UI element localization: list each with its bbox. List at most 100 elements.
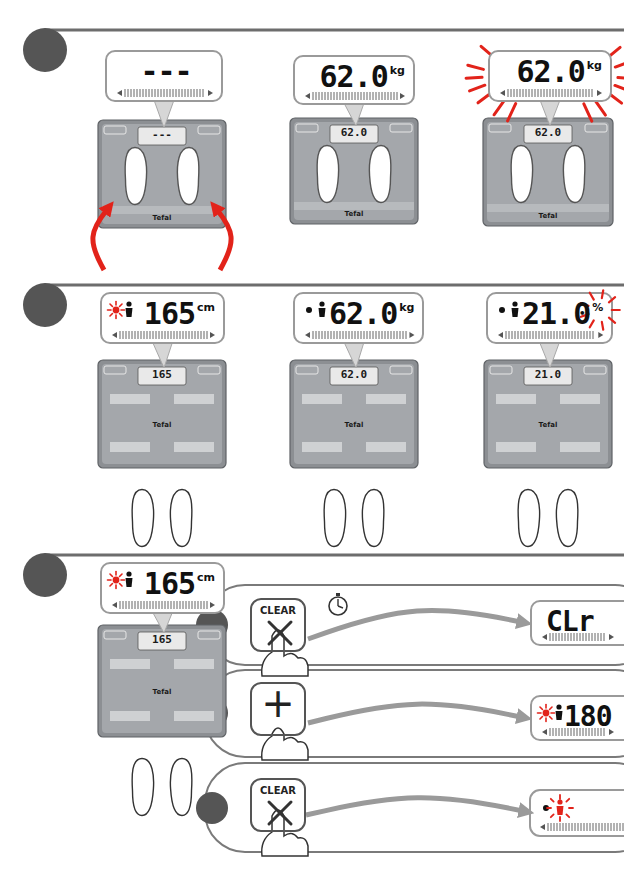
indicator-dot [543, 710, 550, 717]
electrode [366, 394, 406, 404]
flash-rays [108, 302, 125, 319]
scale-display [138, 367, 186, 385]
display-value: 62.0 [517, 55, 585, 89]
brand-logo: Tefal [153, 215, 172, 222]
footprint [563, 146, 585, 203]
lcd-display: CLr [530, 600, 624, 646]
scale-readout: 165 [152, 369, 172, 380]
lcd-display: 165cm [100, 562, 225, 614]
display-readout: 165cm [144, 567, 215, 601]
push-button: CLEAR [250, 778, 306, 832]
callout-pointer [344, 103, 364, 126]
scale-readout: 21.0 [535, 369, 562, 380]
step-circle [23, 553, 67, 597]
callout-pointer [344, 342, 364, 368]
person-icon [557, 799, 564, 815]
flash-rays [538, 705, 555, 722]
push-button: + [250, 682, 306, 736]
section-rule [45, 554, 624, 557]
brand-logo: Tefal [153, 422, 172, 429]
footprint [170, 759, 192, 816]
footprint [518, 490, 540, 547]
bathroom-scale [98, 360, 226, 468]
finger [262, 728, 308, 760]
electrode [110, 394, 150, 404]
bar-scale [500, 89, 602, 97]
scale-readout: 62.0 [535, 127, 562, 138]
electrode [174, 711, 214, 721]
scale-readout: 62.0 [341, 369, 368, 380]
indicator-dot [113, 307, 120, 314]
clear-x [269, 802, 291, 824]
person-icon [126, 301, 133, 317]
indicator-dot [113, 577, 120, 584]
unit-label: kg [587, 59, 602, 73]
person-icon [319, 301, 326, 317]
callout-pointer [153, 612, 173, 633]
bar-scale [112, 601, 215, 609]
bathroom-scale [484, 360, 612, 468]
flash-rays [581, 290, 620, 329]
button-label: CLEAR [252, 605, 304, 617]
brand-logo: Tefal [539, 422, 558, 429]
scale-readout: 62.0 [341, 127, 368, 138]
footprint [132, 759, 154, 816]
display-value: 62.0 [320, 60, 388, 94]
display-readout: 62.0kg [329, 297, 414, 331]
brand-logo: Tefal [345, 422, 364, 429]
footprint [511, 146, 533, 203]
electrode [110, 442, 150, 452]
display-readout: --- [140, 55, 191, 89]
display-value: 21.0 [522, 297, 590, 331]
scale-display [524, 367, 572, 385]
footprint [556, 490, 578, 547]
result-arrow [308, 704, 526, 723]
bar-scale [117, 89, 213, 97]
electrode [496, 394, 536, 404]
footprint [362, 490, 384, 547]
tilt-arrow [93, 206, 110, 270]
step-circle [23, 28, 67, 72]
brand-logo: Tefal [345, 211, 364, 218]
scale-display [138, 632, 186, 650]
button-label: CLEAR [252, 785, 304, 797]
tilt-arrow [214, 206, 231, 270]
electrode [302, 442, 342, 452]
lcd-display: 180 [530, 695, 624, 741]
electrode [366, 442, 406, 452]
callout-pointer [540, 342, 560, 368]
scale-display [330, 125, 378, 143]
lcd-display: 165cm [100, 292, 225, 344]
display-readout: 165cm [144, 297, 215, 331]
person-icon [512, 301, 519, 317]
scale-display [330, 367, 378, 385]
footprint [170, 490, 192, 547]
display-value: 180 [564, 700, 612, 734]
brand-logo: Tefal [153, 689, 172, 696]
unit-label: cm [197, 571, 215, 585]
callout-pointer [154, 100, 174, 128]
brand-logo: Tefal [539, 213, 558, 220]
electrode [496, 442, 536, 452]
electrode [560, 394, 600, 404]
display-readout: 180 [564, 700, 612, 734]
display-readout: 62.0kg [320, 60, 405, 94]
scale-display [524, 125, 572, 143]
electrode [302, 394, 342, 404]
footprint [324, 490, 346, 547]
lcd-display: 62.0kg [293, 292, 424, 344]
scale-display [138, 127, 186, 145]
scale-readout: --- [152, 129, 172, 140]
result-arrow [308, 610, 526, 639]
bar-scale [498, 331, 603, 339]
display-value: 165 [144, 297, 195, 331]
electrode [174, 394, 214, 404]
lcd-display: 62.0kg [488, 50, 612, 102]
substep-circle [196, 792, 228, 824]
stopwatch-icon [329, 593, 347, 615]
person-icon [126, 571, 133, 587]
electrode [560, 442, 600, 452]
bar-scale [542, 633, 614, 641]
